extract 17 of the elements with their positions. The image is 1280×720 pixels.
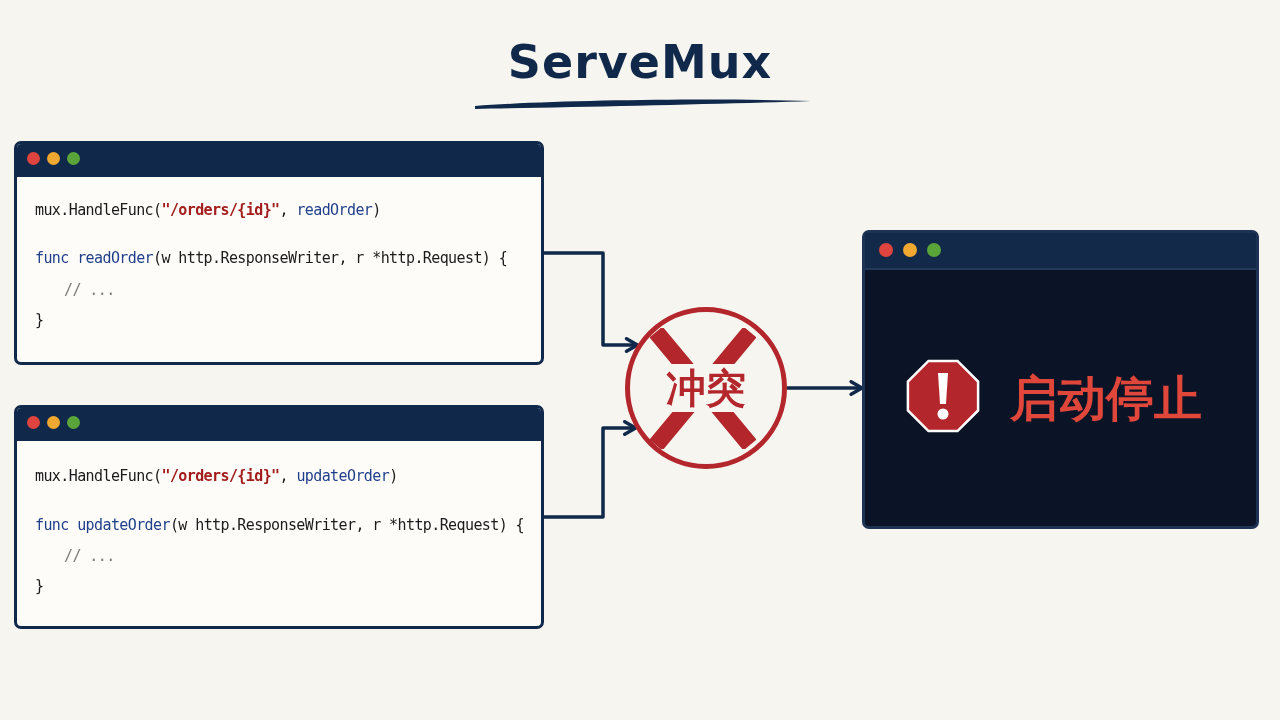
terminal-window <box>862 230 1259 529</box>
code-window <box>14 405 544 629</box>
code-line: func readOrder(w http.ResponseWriter, r *http.Request) { <box>35 248 508 269</box>
code-line: func updateOrder(w http.ResponseWriter, r *http.Request) { <box>35 515 524 536</box>
code-line: // ... <box>64 280 115 301</box>
arrow <box>544 420 638 519</box>
arrow <box>544 251 640 353</box>
code-window <box>14 141 544 365</box>
title: ServeMux <box>507 34 773 90</box>
code-line: mux.HandleFunc("/orders/{id}", readOrder) <box>35 200 381 221</box>
stamp-circle <box>625 307 787 469</box>
code-line: mux.HandleFunc("/orders/{id}", updateOrder) <box>35 466 398 487</box>
code-line: } <box>35 310 44 331</box>
arrow <box>787 380 864 396</box>
code-line: // ... <box>64 546 115 567</box>
error-text: 启动停止 <box>1010 369 1202 428</box>
code-line: } <box>35 576 44 597</box>
